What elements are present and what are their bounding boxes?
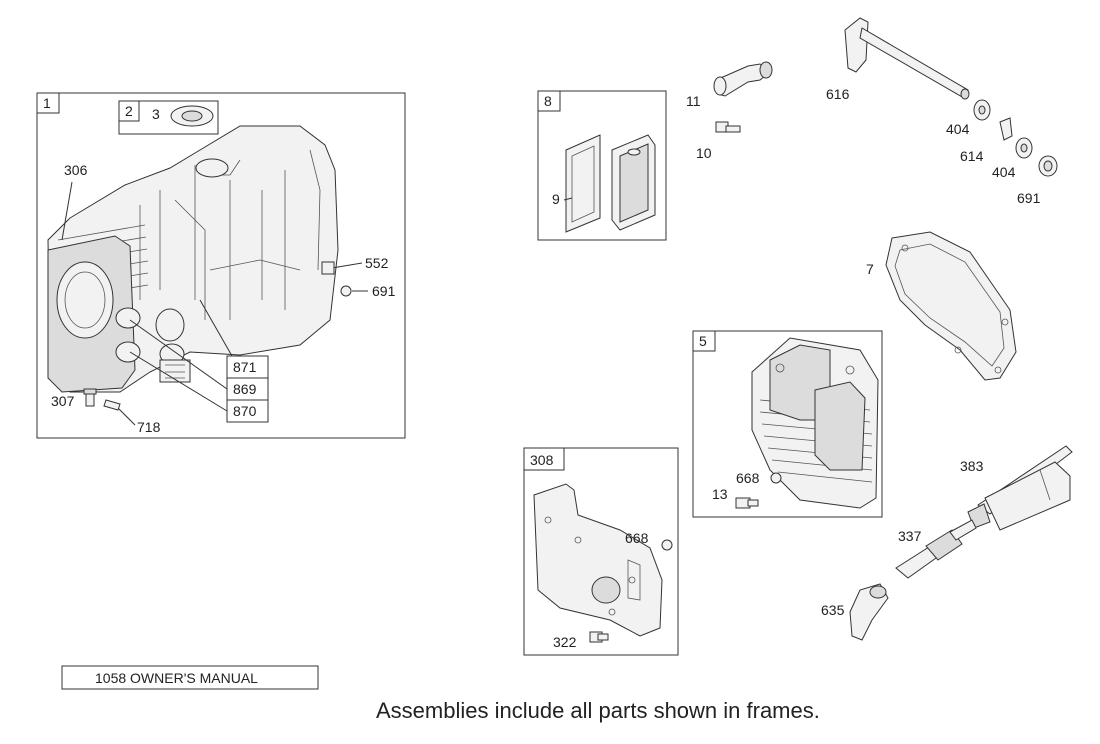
cylinder-head-part (751, 337, 879, 509)
frame-8-border (537, 90, 667, 241)
label-7: 7 (866, 261, 874, 277)
assembly-frame-1: 1 2 3 (36, 92, 406, 439)
label-9: 9 (552, 191, 560, 207)
label-10: 10 (696, 145, 712, 161)
washer-404-b-part (1015, 137, 1033, 159)
frame-2-number: 2 (125, 103, 133, 119)
nut-691-b-part (1038, 155, 1058, 177)
frame-1-number: 1 (43, 95, 51, 111)
leader-869 (129, 319, 228, 390)
screw-322-part (589, 631, 609, 643)
label-13: 13 (712, 486, 728, 502)
label-11: 11 (686, 93, 701, 109)
label-718: 718 (137, 419, 161, 435)
leader-718 (117, 407, 136, 426)
washer-668-b-part (661, 539, 673, 551)
label-404-a: 404 (946, 121, 970, 137)
label-870: 870 (233, 403, 257, 419)
bracket-part (321, 261, 335, 275)
frame-8-number: 8 (544, 93, 552, 109)
clip-614-part (999, 117, 1013, 141)
footer-caption: Assemblies include all parts shown in fr… (376, 698, 820, 723)
frame-2-tag (118, 100, 140, 122)
frame-5-number: 5 (699, 333, 707, 349)
assembly-frame-308: 308 668 322 (523, 447, 679, 656)
label-691-a: 691 (372, 283, 396, 299)
leader-552 (331, 262, 363, 269)
frame-308-border (523, 447, 679, 656)
washer-668-a-part (770, 472, 782, 484)
manual-label: 1058 OWNER'S MANUAL (95, 670, 258, 686)
frame-5-tag (692, 330, 716, 352)
spark-plug-boot-part (849, 583, 889, 641)
breather-gasket-part (565, 134, 601, 233)
assembly-frame-8: 8 9 (537, 90, 667, 241)
label-337: 337 (898, 528, 922, 544)
spark-plug-part (895, 519, 977, 579)
screw-307-part (83, 388, 97, 407)
leader-9 (563, 197, 573, 201)
frame-8-tag (537, 90, 561, 112)
label-691-b: 691 (1017, 190, 1041, 206)
leader-871 (199, 299, 233, 357)
label-871: 871 (233, 359, 257, 375)
label-306: 306 (64, 162, 88, 178)
screw-13-part (735, 497, 759, 509)
nut-part (340, 285, 352, 297)
label-322: 322 (553, 634, 577, 650)
label-614: 614 (960, 148, 984, 164)
frame-1-border (36, 92, 406, 439)
label-616: 616 (826, 86, 850, 102)
cover-plate-part (533, 483, 663, 637)
label-383: 383 (960, 458, 984, 474)
label-552: 552 (365, 255, 389, 271)
label-307: 307 (51, 393, 75, 409)
label-869: 869 (233, 381, 257, 397)
frame-1-tag (36, 92, 60, 114)
washer-404-a-part (973, 99, 991, 121)
breather-cover-part (611, 134, 656, 231)
label-668-a: 668 (736, 470, 760, 486)
leader-870 (129, 351, 228, 412)
label-404-b: 404 (992, 164, 1016, 180)
crankcase-part (47, 125, 339, 393)
frame-5-border (692, 330, 883, 518)
spark-plug-wire-part (967, 445, 1073, 531)
breather-tube-part (713, 61, 773, 97)
assembly-frame-5: 5 668 13 (692, 330, 883, 518)
oil-seal-part (170, 105, 214, 127)
leader-306 (61, 181, 73, 241)
frame-308-tag (523, 447, 565, 471)
governor-shaft-part (844, 17, 970, 100)
head-gasket-part (885, 231, 1017, 381)
frame-308-number: 308 (530, 452, 554, 468)
manual-box (61, 665, 319, 690)
dowel-718-part (103, 399, 121, 411)
label-668-b: 668 (625, 530, 649, 546)
screw-10-part (715, 121, 741, 133)
label-3: 3 (152, 106, 160, 122)
label-635: 635 (821, 602, 845, 618)
